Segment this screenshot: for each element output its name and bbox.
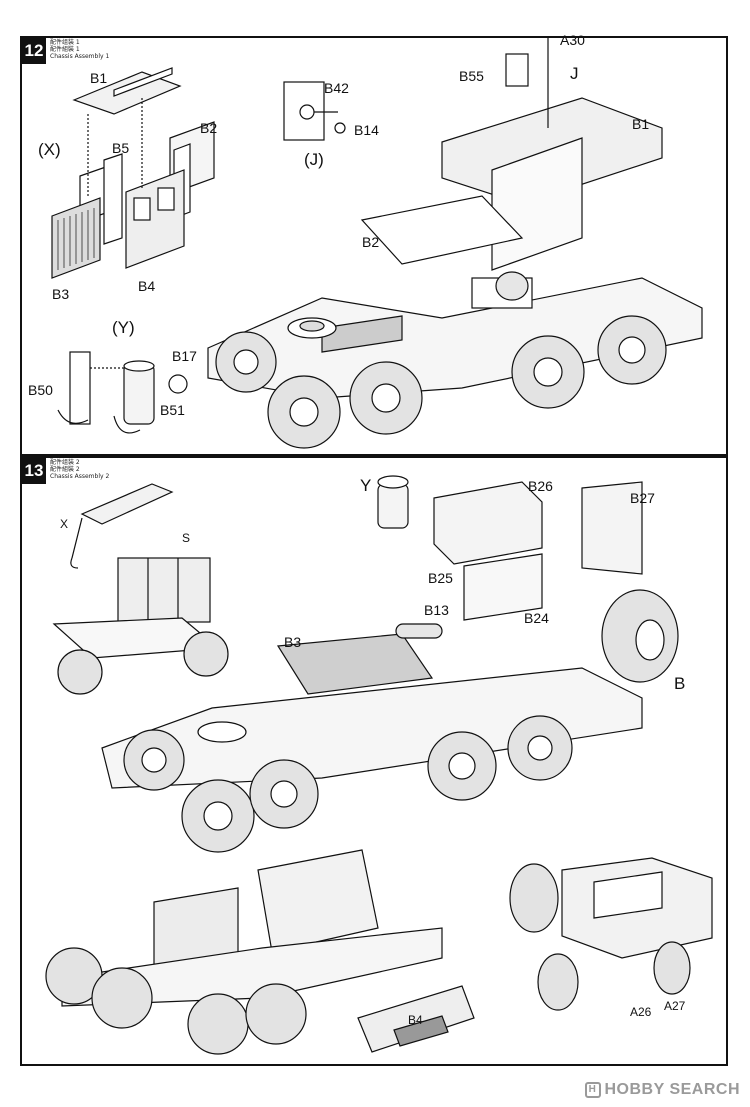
part-label-b25: B25	[428, 570, 453, 586]
part-label-b5: B5	[112, 140, 130, 156]
detail-label-j: (J)	[304, 150, 324, 169]
part-label-b24: B24	[524, 610, 549, 626]
step-title-cn-2: 配件組裝 1	[50, 46, 80, 53]
part-label-b3: B3	[284, 634, 302, 650]
rear-panel-b27	[581, 481, 643, 575]
watermark-text: HOBBY SEARCH	[604, 1081, 740, 1098]
finished-truck-side	[45, 849, 475, 1055]
spare-wheel	[601, 589, 679, 683]
part-label-b4: B4	[138, 278, 156, 294]
part-label-b55: B55	[459, 68, 484, 84]
part-label-s: S	[182, 531, 191, 545]
step-13-panel: 13 配件组装 2 配件組裝 2 Chassis Assembly 2	[20, 456, 728, 1066]
step-12-illustration	[51, 38, 703, 449]
air-cleaner-detail-y	[57, 351, 188, 434]
part-label-y: Y	[360, 476, 372, 495]
part-label-b42: B42	[324, 80, 349, 96]
part-label-b50: B50	[28, 382, 53, 398]
step-number: 13	[22, 458, 46, 484]
part-label-b3: B3	[52, 286, 70, 302]
step-title: 配件组装 1 配件組裝 1 Chassis Assembly 1	[50, 39, 109, 60]
detail-label-y: (Y)	[112, 318, 135, 337]
part-label-b17: B17	[172, 348, 197, 364]
step-number: 12	[22, 38, 46, 64]
part-label-a27: A27	[664, 999, 686, 1013]
step-title-cn-1: 配件组装 2	[50, 459, 80, 466]
step-title-en: Chassis Assembly 2	[50, 473, 110, 480]
part-label-x: X	[60, 517, 69, 531]
mirror-detail-j	[283, 81, 346, 141]
hobby-search-watermark: H HOBBY SEARCH	[584, 1081, 741, 1099]
part-label-b26: B26	[528, 478, 553, 494]
part-label-b1-cab: B1	[632, 116, 650, 132]
step-title-cn-2: 配件組裝 2	[50, 466, 80, 473]
part-label-a30: A30	[560, 32, 585, 48]
part-label-b1-roof: B1	[90, 70, 108, 86]
part-label-b4: B4	[408, 1013, 423, 1027]
detail-label-x: (X)	[38, 140, 61, 159]
battery-box-covers	[433, 481, 543, 621]
step-title-cn-1: 配件组装 1	[50, 39, 80, 46]
part-label-b2-panel: B2	[200, 120, 218, 136]
wheels	[215, 315, 667, 449]
part-label-b51: B51	[160, 402, 185, 418]
crane-part	[70, 483, 174, 569]
roof-hatch-parts	[51, 67, 215, 279]
truck-chassis	[101, 623, 643, 853]
part-label-b14: B14	[354, 122, 379, 138]
part-label-b: B	[674, 674, 686, 693]
step-title: 配件组装 2 配件組裝 2 Chassis Assembly 2	[50, 459, 109, 480]
part-label-j: J	[570, 64, 579, 83]
step-13-illustration	[45, 475, 713, 1055]
part-label-b27: B27	[630, 490, 655, 506]
hobby-search-logo-icon: H	[584, 1082, 601, 1098]
inset-truck-rear	[52, 617, 229, 695]
stowage-boxes	[117, 557, 211, 623]
finished-truck-front	[509, 857, 713, 1011]
step-12-panel: 12 配件组装 1 配件組裝 1 Chassis Assembly 1	[20, 32, 728, 456]
truck-chassis	[207, 38, 703, 399]
part-label-a26: A26	[630, 1005, 652, 1019]
step-title-en: Chassis Assembly 1	[50, 53, 110, 60]
part-label-b13: B13	[424, 602, 449, 618]
air-cleaner-y	[377, 475, 409, 529]
part-label-b2-frame: B2	[362, 234, 380, 250]
